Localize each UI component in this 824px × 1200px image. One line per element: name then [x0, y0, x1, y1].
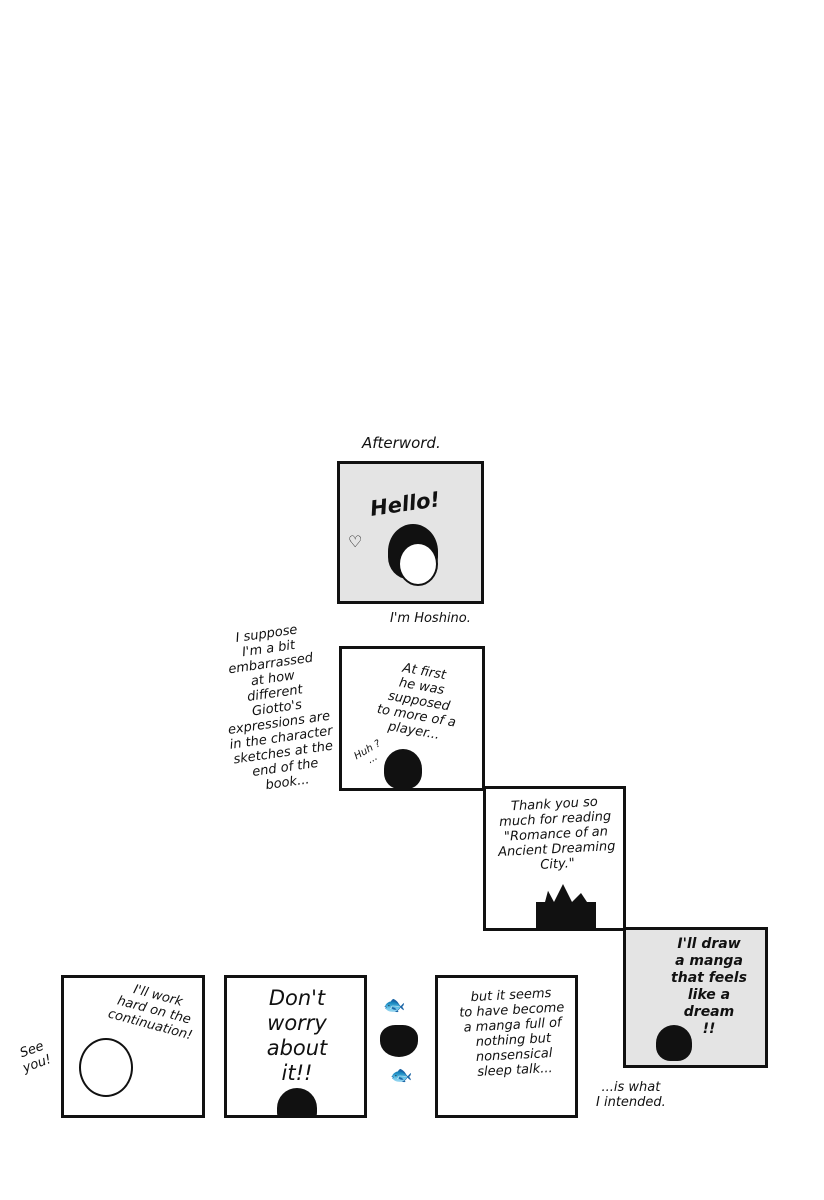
sleep-text: but it seems to have become a manga full…	[458, 985, 565, 1080]
see-you-text: See you!	[18, 1038, 54, 1077]
worry-text: Don't worry about it!!	[266, 986, 328, 1085]
character-drawing	[656, 1025, 692, 1061]
caption-hoshino: I'm Hoshino.	[390, 611, 471, 626]
character-giotto	[277, 1088, 317, 1115]
side-note: I suppose I'm a bit embarrassed at how d…	[227, 622, 334, 794]
player-text: At first he was supposed to more of a pl…	[375, 660, 458, 743]
fish-icon-2: 🐟	[390, 1065, 413, 1086]
panel-dream: I'll draw a manga that feels like a drea…	[623, 927, 768, 1068]
panel-sleep: but it seems to have become a manga full…	[435, 975, 578, 1118]
panel-continue: I'll work hard on the continuation!	[61, 975, 205, 1118]
heart-icon: ♡	[348, 532, 363, 551]
character-girl	[79, 1038, 133, 1097]
panel-thanks: Thank you so much for reading "Romance o…	[483, 786, 626, 931]
dream-text: I'll draw a manga that feels like a drea…	[671, 936, 747, 1037]
panel-hello: Hello! ♡	[337, 461, 484, 604]
castle-icon	[536, 884, 596, 928]
character-giotto	[384, 749, 422, 788]
cat-icon	[380, 1025, 418, 1057]
panel-worry: Don't worry about it!!	[224, 975, 367, 1118]
caption-intended: ...is what I intended.	[596, 1080, 666, 1110]
continue-text: I'll work hard on the continuation!	[106, 982, 194, 1044]
hello-speech: Hello!	[368, 487, 442, 521]
character-face	[398, 542, 438, 586]
huh-sfx: Huh ? ...	[352, 738, 383, 767]
afterword-title: Afterword.	[362, 434, 441, 452]
panel-player: At first he was supposed to more of a pl…	[339, 646, 485, 791]
fish-icon: 🐟	[383, 995, 406, 1016]
thanks-text: Thank you so much for reading "Romance o…	[497, 794, 616, 873]
